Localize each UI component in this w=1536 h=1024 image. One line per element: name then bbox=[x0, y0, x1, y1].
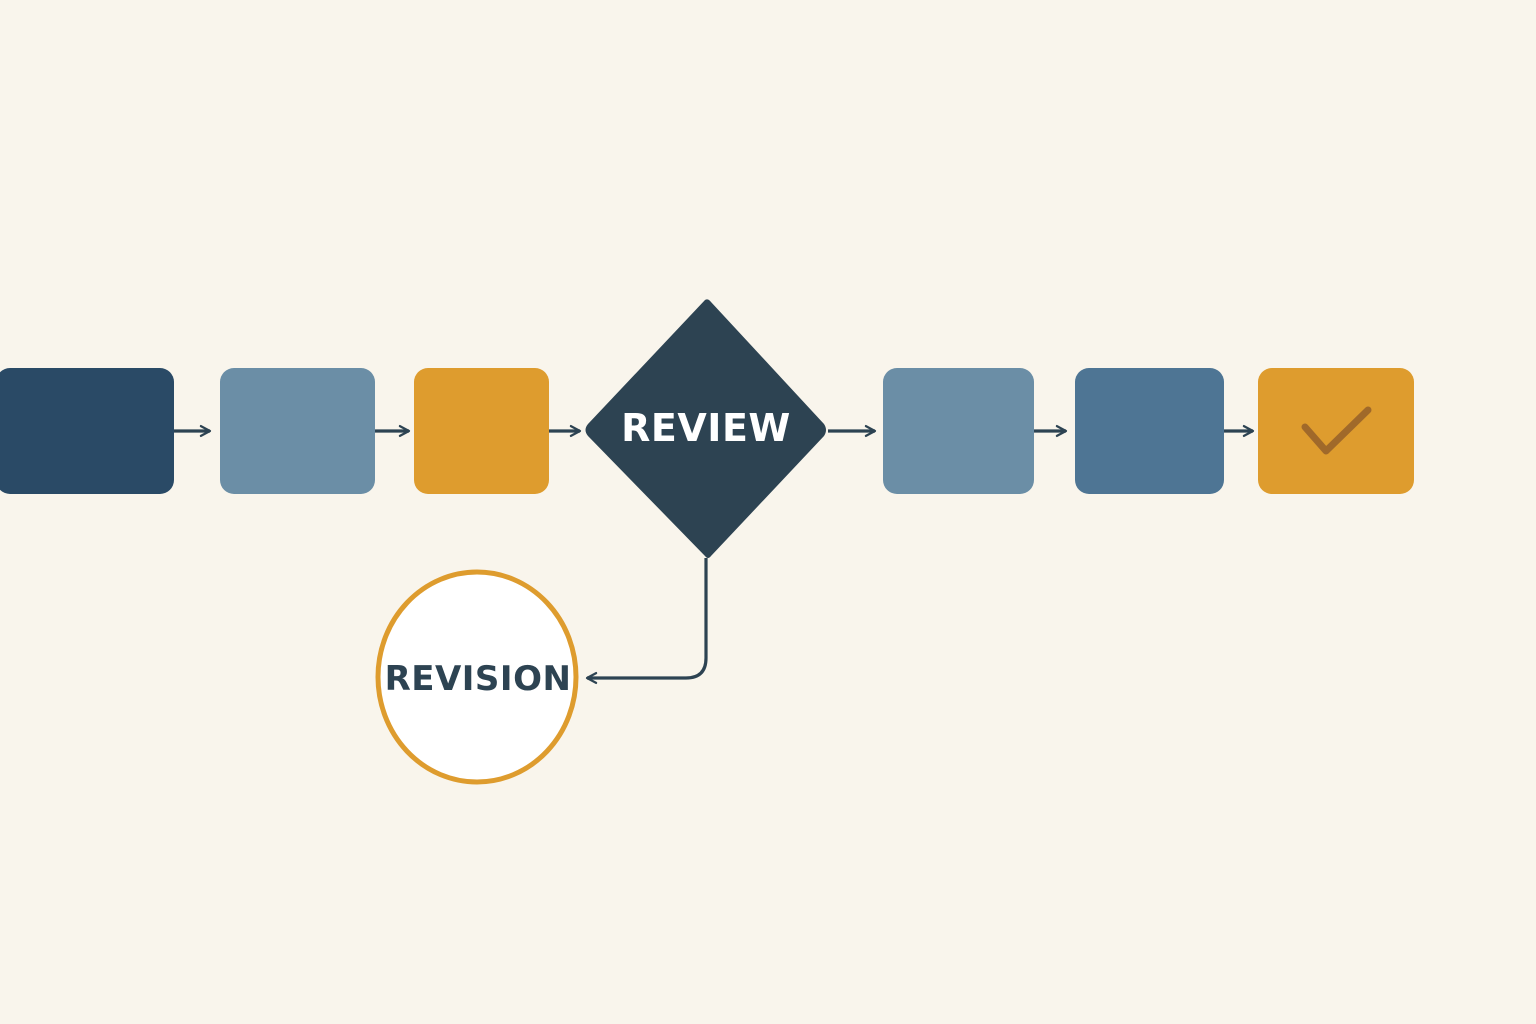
step-box-4 bbox=[883, 368, 1034, 494]
step-box-2 bbox=[220, 368, 375, 494]
review-diamond bbox=[585, 299, 826, 558]
review-label: REVIEW bbox=[621, 406, 791, 450]
step-box-1 bbox=[0, 368, 174, 494]
revision-circle bbox=[375, 569, 579, 785]
step-box-final bbox=[1258, 368, 1414, 494]
revision-label: REVISION bbox=[385, 659, 572, 699]
check-icon bbox=[1301, 406, 1372, 455]
step-box-3 bbox=[414, 368, 549, 494]
step-box-5 bbox=[1075, 368, 1224, 494]
loop-connector bbox=[585, 558, 708, 685]
